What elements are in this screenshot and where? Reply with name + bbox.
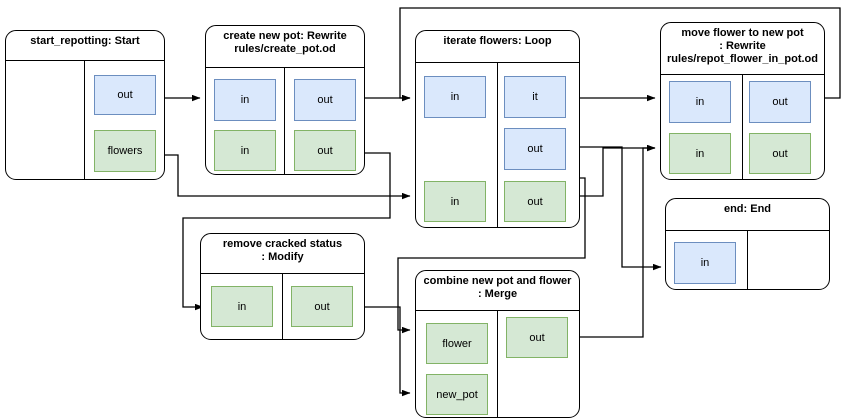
node-body-start_repotting xyxy=(6,61,164,179)
port-start_repotting-out-0[interactable]: out xyxy=(94,75,156,115)
port-combine_new_pot_and_flower-out-1[interactable]: out xyxy=(506,317,568,358)
node-title-remove_cracked_status: remove cracked status : Modify xyxy=(201,234,364,274)
port-combine_new_pot_and_flower-flower-0[interactable]: flower xyxy=(426,323,488,364)
port-move_flower_to_new_pot-in-0[interactable]: in xyxy=(669,81,731,123)
edge-start-flowers-to-loop-green-in xyxy=(153,154,411,200)
edge-remove-out-to-merge-new-pot xyxy=(358,306,411,397)
edge-loop-green-out-to-move-green-in xyxy=(568,144,656,197)
edge-create-green-out-to-remove-in xyxy=(182,152,391,311)
node-body-combine_new_pot_and_flower xyxy=(416,311,579,417)
node-input-column-create_new_pot xyxy=(206,68,285,174)
port-start_repotting-flowers-1[interactable]: flowers xyxy=(94,130,156,172)
edge-merge-out-to-move-green-in xyxy=(573,144,656,338)
node-input-column-end xyxy=(666,231,748,289)
port-end-in-0[interactable]: in xyxy=(674,242,736,284)
port-move_flower_to_new_pot-in-2[interactable]: in xyxy=(669,133,731,174)
node-body-remove_cracked_status xyxy=(201,274,364,339)
node-title-iterate_flowers: iterate flowers: Loop xyxy=(416,31,579,63)
node-title-move_flower_to_new_pot: move flower to new pot : Rewrite rules/r… xyxy=(661,23,824,75)
node-output-column-end xyxy=(748,231,830,289)
node-input-column-move_flower_to_new_pot xyxy=(661,75,743,179)
port-iterate_flowers-out-2[interactable]: out xyxy=(504,128,566,170)
port-create_new_pot-out-3[interactable]: out xyxy=(294,130,356,171)
edge-move-blue-out-feedback-to-loop-blue-in xyxy=(399,7,841,102)
node-input-column-iterate_flowers xyxy=(416,63,498,227)
node-input-column-start_repotting xyxy=(6,61,85,179)
port-create_new_pot-in-2[interactable]: in xyxy=(214,130,276,171)
node-start_repotting[interactable]: start_repotting: Start out flowers xyxy=(5,30,165,180)
port-remove_cracked_status-in-0[interactable]: in xyxy=(211,286,273,327)
node-create_new_pot[interactable]: create new pot: Rewrite rules/create_pot… xyxy=(205,25,365,175)
node-body-move_flower_to_new_pot xyxy=(661,75,824,179)
port-remove_cracked_status-out-1[interactable]: out xyxy=(291,286,353,327)
port-create_new_pot-in-0[interactable]: in xyxy=(214,79,276,121)
node-title-start_repotting: start_repotting: Start xyxy=(6,31,164,61)
node-body-iterate_flowers xyxy=(416,63,579,227)
port-create_new_pot-out-1[interactable]: out xyxy=(294,79,356,121)
node-combine_new_pot_and_flower[interactable]: combine new pot and flower : Merge flower… xyxy=(415,270,580,418)
node-body-create_new_pot xyxy=(206,68,364,174)
port-combine_new_pot_and_flower-new_pot-2[interactable]: new_pot xyxy=(426,374,488,415)
edge-loop-blue-out-to-end-in xyxy=(568,146,662,271)
node-title-create_new_pot: create new pot: Rewrite rules/create_pot… xyxy=(206,26,364,68)
node-title-combine_new_pot_and_flower: combine new pot and flower : Merge xyxy=(416,271,579,311)
port-move_flower_to_new_pot-out-3[interactable]: out xyxy=(749,133,811,174)
port-move_flower_to_new_pot-out-1[interactable]: out xyxy=(749,81,811,123)
port-iterate_flowers-it-1[interactable]: it xyxy=(504,76,566,118)
node-move_flower_to_new_pot[interactable]: move flower to new pot : Rewrite rules/r… xyxy=(660,22,825,180)
port-iterate_flowers-in-0[interactable]: in xyxy=(424,76,486,118)
port-iterate_flowers-out-4[interactable]: out xyxy=(504,181,566,222)
node-title-end: end: End xyxy=(666,199,829,231)
port-iterate_flowers-in-3[interactable]: in xyxy=(424,181,486,222)
node-input-column-remove_cracked_status xyxy=(201,274,283,339)
node-end[interactable]: end: End in xyxy=(665,198,830,290)
node-input-column-combine_new_pot_and_flower xyxy=(416,311,498,417)
node-body-end xyxy=(666,231,829,289)
